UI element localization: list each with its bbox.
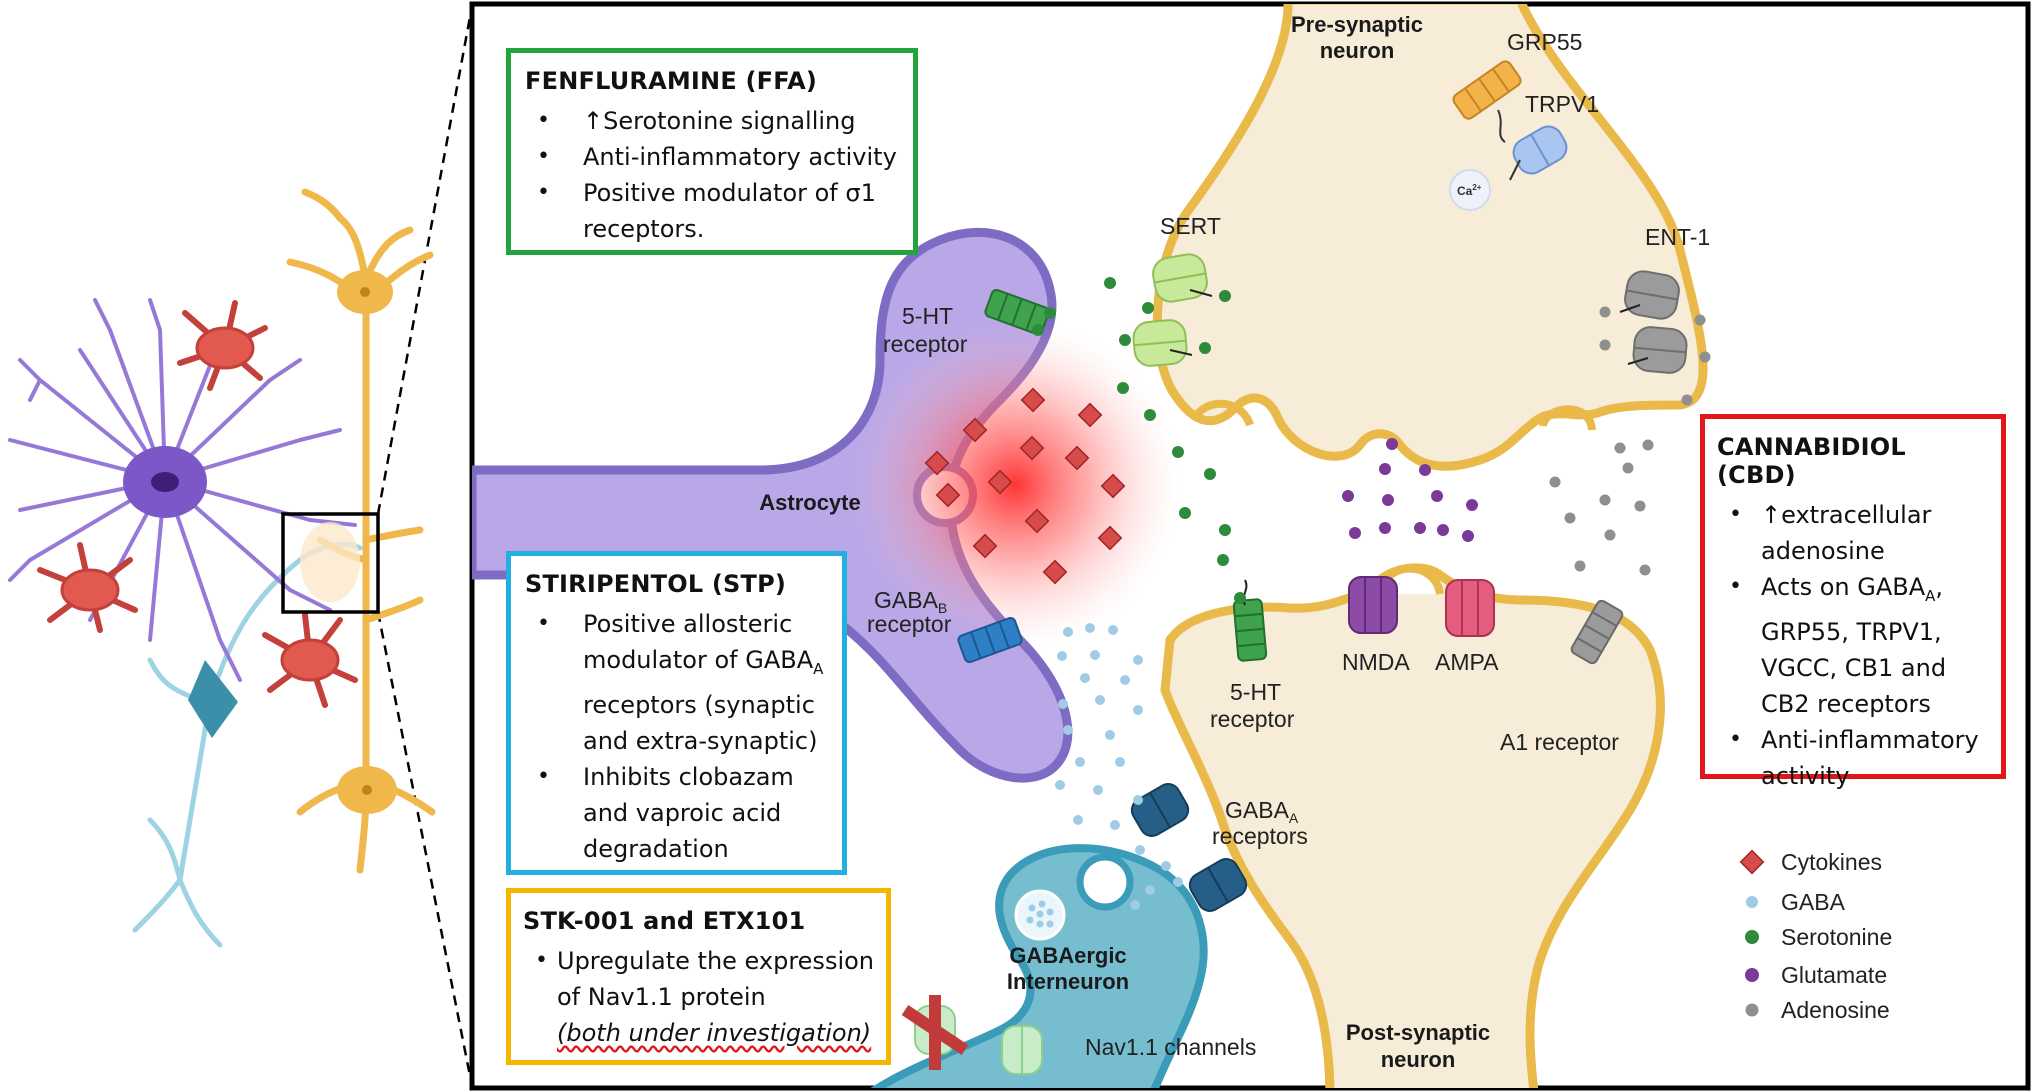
- presynaptic-release-site-left: [1191, 399, 1254, 427]
- glutamate-molecules: [1342, 438, 1478, 542]
- stp-item-2: Inhibits clobazam and vaproic acid degra…: [525, 759, 830, 867]
- grp55-receptor: [1452, 60, 1522, 120]
- gabaa-receptor-2: [1188, 858, 1248, 912]
- sert-transporter-2: [1132, 319, 1188, 367]
- stp-item-1: Positive allosteric modulator of GABAA r…: [525, 606, 830, 759]
- interneuron-label-1: GABAergic: [1009, 943, 1126, 968]
- zoom-line-bottom: [376, 611, 474, 1087]
- nav-blocked-cross: [901, 995, 969, 1070]
- cbd-item-3: Anti-inflammatory activity: [1717, 722, 1991, 794]
- post-5ht-label-2: receptor: [1210, 706, 1295, 732]
- trpv1-receptor: [1512, 125, 1568, 175]
- a1-label: A1 receptor: [1500, 729, 1619, 755]
- zoom-box: [281, 512, 380, 614]
- astro-5ht-label-2: receptor: [883, 331, 968, 357]
- stp-title: STIRIPENTOL (STP): [525, 570, 787, 598]
- overview-illustration: [8, 5, 474, 1087]
- calcium-label: Ca2+: [1457, 183, 1482, 198]
- stk-item-1: Upregulate the expression of Nav1.1 prot…: [523, 943, 876, 1015]
- sert-transporter-1: [1152, 253, 1208, 303]
- gaba-molecules: [1055, 623, 1183, 910]
- nav-channel-2: [1001, 1025, 1043, 1075]
- ffa-item-1: ↑Serotonine signalling: [525, 103, 901, 139]
- ffa-list: ↑Serotonine signalling Anti-inflammatory…: [525, 103, 901, 247]
- cbd-item-2: Acts on GABAA, GRP55, TRPV1, VGCC, CB1 a…: [1717, 569, 1991, 722]
- stk-title: STK-001 and ETX101: [523, 907, 806, 935]
- gabaa-label-1: GABAA: [1225, 797, 1299, 826]
- legend-glutamate: Glutamate: [1781, 962, 1887, 988]
- astro-5ht-label-1: 5-HT: [902, 303, 953, 329]
- legend-gaba: GABA: [1781, 889, 1846, 915]
- adenosine-molecules: [1549, 306, 1711, 576]
- ffa-box: FENFLURAMINE (FFA) ↑Serotonine signallin…: [506, 48, 918, 255]
- presynaptic-label-1: Pre-synaptic: [1291, 12, 1423, 37]
- legend-serotonin-marker: [1745, 930, 1759, 944]
- gabaa-receptor-1: [1130, 783, 1190, 837]
- interneuron-label-2: Interneuron: [1007, 969, 1129, 994]
- ent1-transporter-1: [1624, 270, 1680, 320]
- post-5ht-receptor: [1232, 598, 1268, 662]
- gabaa-label-2: receptors: [1212, 823, 1308, 849]
- stk-box: STK-001 and ETX101 Upregulate the expres…: [506, 888, 891, 1065]
- a1-receptor: [1570, 599, 1624, 665]
- presynaptic-release-site-right: [1539, 405, 1596, 431]
- legend-cytokine-marker: [1739, 849, 1765, 875]
- gabab-label-2: receptor: [867, 611, 952, 637]
- cbd-item-1: ↑extracellular adenosine: [1717, 497, 1991, 569]
- stk-note: (both under investigation): [557, 1019, 872, 1047]
- astro-gabab-receptor: [957, 616, 1023, 664]
- legend: Cytokines GABA Serotonine Glutamate Aden…: [1739, 849, 1892, 1023]
- cbd-list: ↑extracellular adenosine Acts on GABAA, …: [1717, 497, 1991, 794]
- ffa-item-2: Anti-inflammatory activity: [525, 139, 901, 175]
- ampa-label: AMPA: [1435, 649, 1499, 675]
- postsynaptic-label-1: Post-synaptic: [1346, 1020, 1490, 1045]
- ent1-transporter-2: [1632, 326, 1688, 374]
- serotonin-molecules: [1032, 277, 1246, 604]
- legend-glutamate-marker: [1745, 968, 1759, 982]
- cytokines: [924, 387, 1126, 585]
- legend-adenosine: Adenosine: [1781, 997, 1890, 1023]
- legend-gaba-marker: [1746, 896, 1758, 908]
- stp-list: Positive allosteric modulator of GABAA r…: [525, 606, 830, 867]
- stk-list: Upregulate the expression of Nav1.1 prot…: [523, 943, 876, 1015]
- ffa-item-3: Positive modulator of σ1 receptors.: [525, 175, 901, 247]
- cbd-title: CANNABIDIOL (CBD): [1717, 433, 1906, 489]
- presynaptic-label-2: neuron: [1320, 38, 1395, 63]
- gabab-label-1: GABAB: [874, 587, 947, 616]
- interneuron-release-pocket: [1076, 853, 1134, 911]
- gabaergic-interneuron: [870, 844, 1208, 1088]
- synapse-scene: Pre-synaptic neuron Post-synaptic neuron…: [472, 4, 1892, 1088]
- ent1-label: ENT-1: [1645, 224, 1710, 250]
- grp55-label: GRP55: [1507, 29, 1582, 55]
- cbd-box: CANNABIDIOL (CBD) ↑extracellular adenosi…: [1700, 414, 2006, 790]
- calcium-ion: [1449, 169, 1491, 211]
- nmda-receptor: [1348, 576, 1398, 634]
- astro-5ht-receptor: [984, 288, 1050, 336]
- inflammation-glow: [850, 320, 1180, 650]
- sert-label: SERT: [1160, 213, 1221, 239]
- post-5ht-label-1: 5-HT: [1230, 679, 1281, 705]
- stp-box: STIRIPENTOL (STP) Positive allosteric mo…: [506, 551, 847, 875]
- overview-interneuron-soma: [188, 660, 238, 738]
- overview-red-cells: [37, 300, 358, 708]
- legend-serotonin: Serotonine: [1781, 924, 1892, 950]
- nmda-label: NMDA: [1342, 649, 1410, 675]
- legend-adenosine-marker: [1745, 1003, 1759, 1017]
- astrocyte-label: Astrocyte: [759, 490, 860, 515]
- trpv1-label: TRPV1: [1525, 91, 1599, 117]
- overview-interneuron: [132, 541, 363, 948]
- postsynaptic-label-2: neuron: [1381, 1047, 1456, 1072]
- nav-label: Nav1.1 channels: [1085, 1034, 1256, 1060]
- ffa-title: FENFLURAMINE (FFA): [525, 67, 818, 95]
- ampa-receptor: [1445, 579, 1495, 637]
- legend-cytokines: Cytokines: [1781, 849, 1882, 875]
